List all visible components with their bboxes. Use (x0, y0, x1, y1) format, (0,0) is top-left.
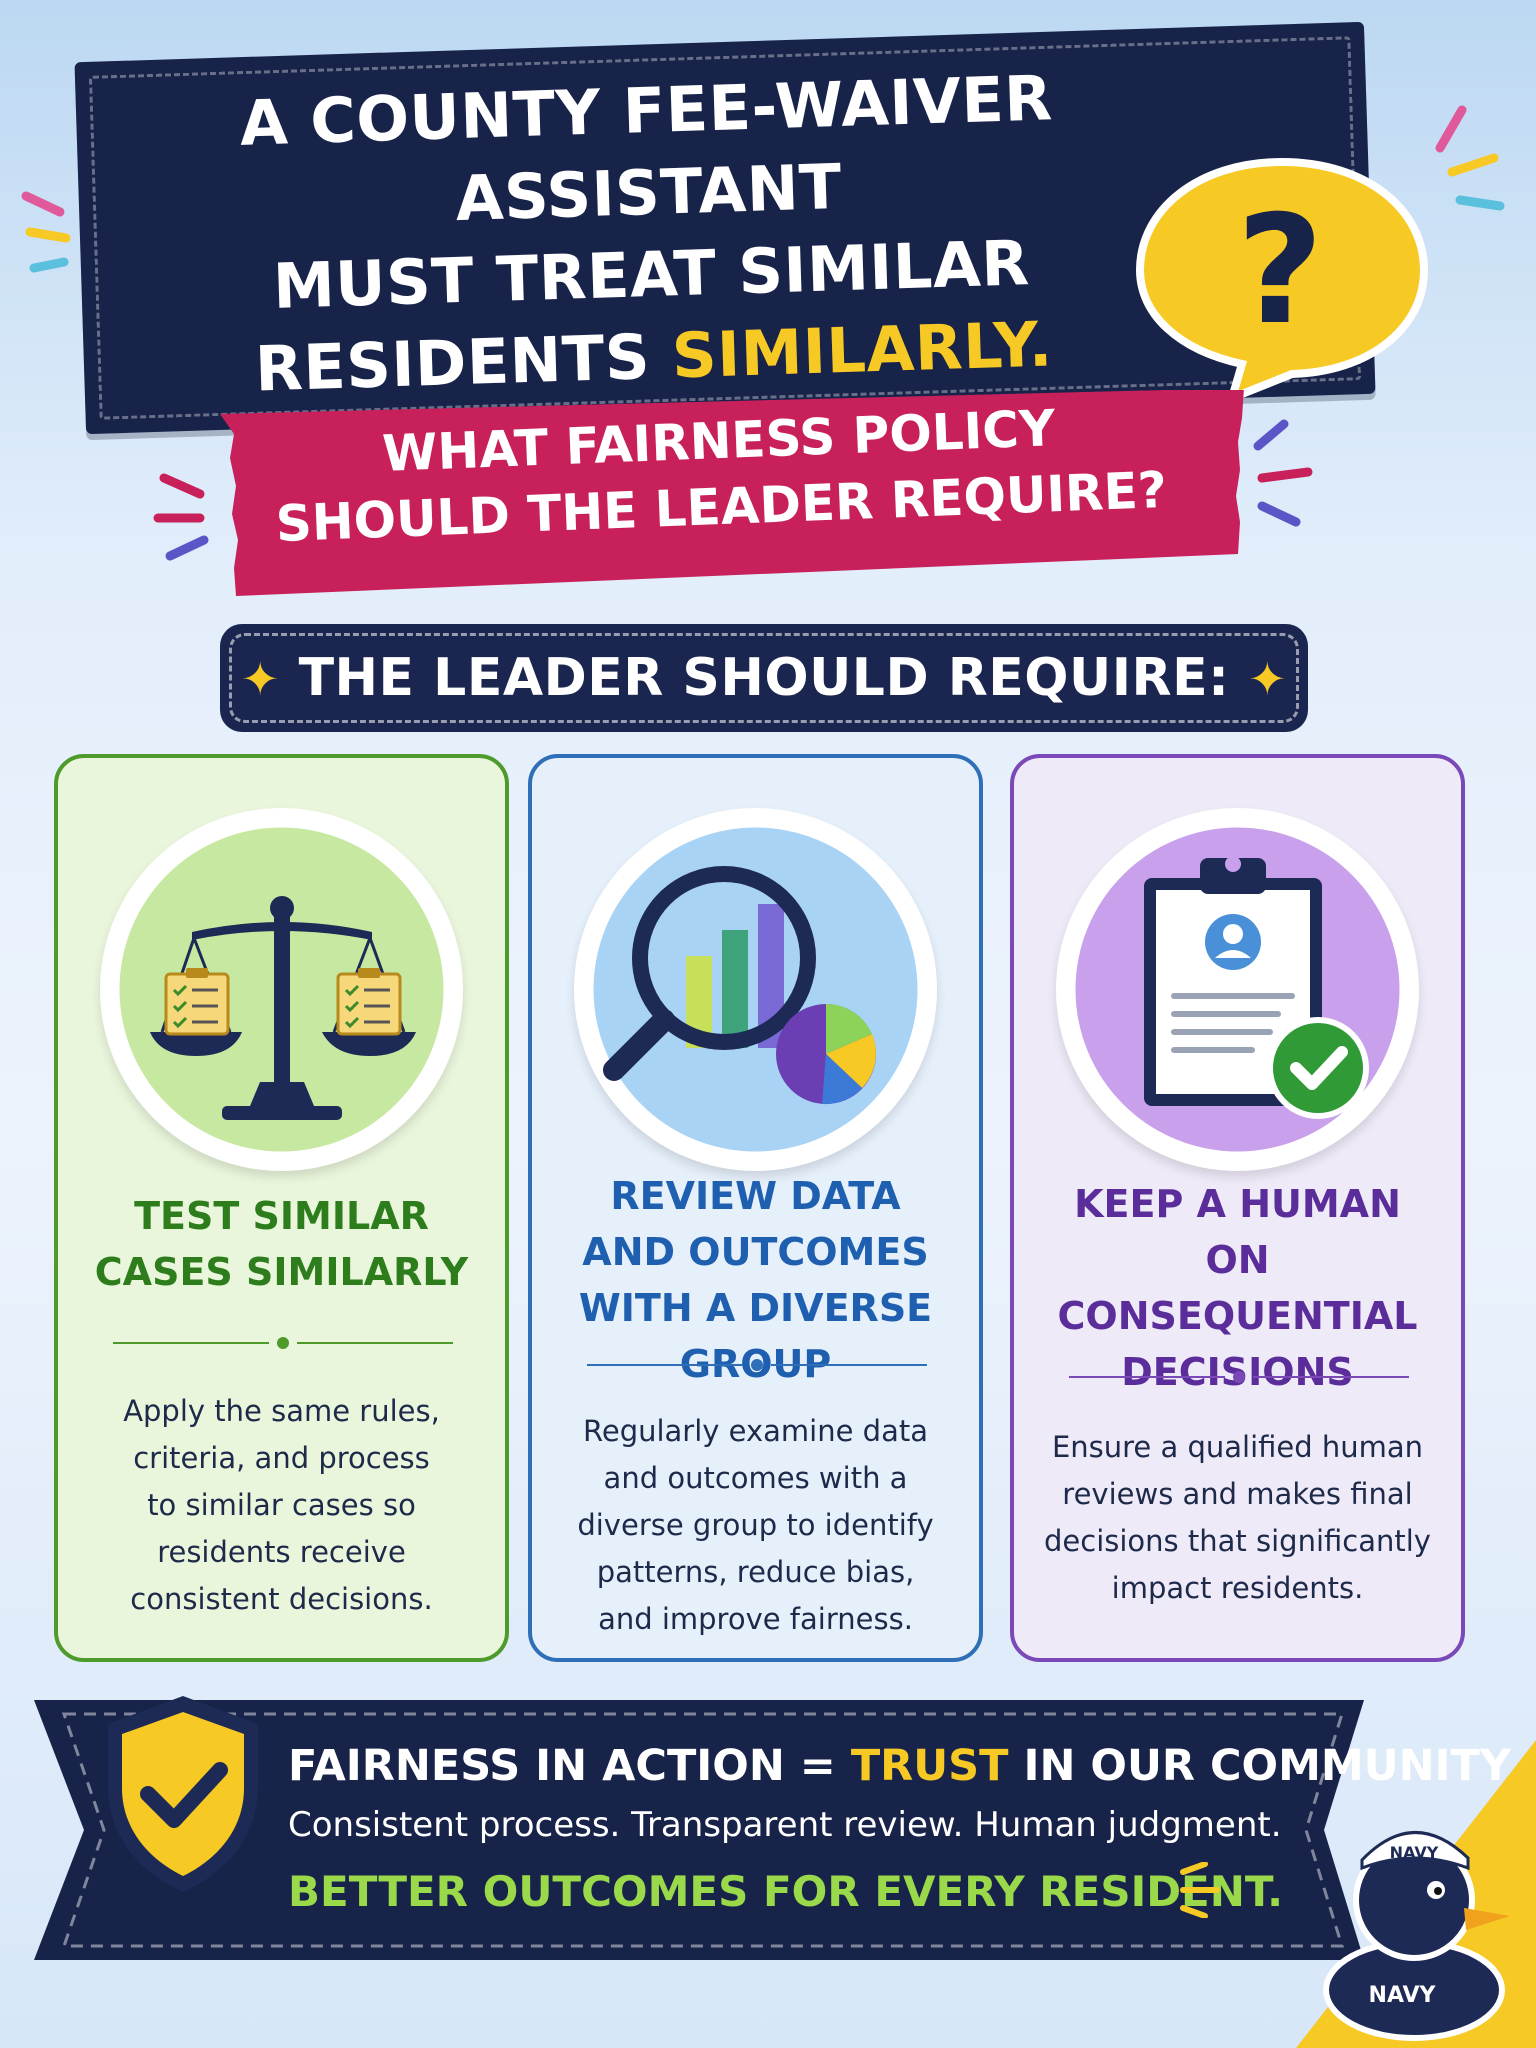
card-title-line: ON CONSEQUENTIAL (1057, 1238, 1418, 1338)
card-title-line: AND OUTCOMES (582, 1230, 929, 1274)
card-title: KEEP A HUMAN ON CONSEQUENTIAL DECISIONS (1024, 1176, 1451, 1400)
question-bubble-icon: ? (1135, 157, 1429, 404)
subtitle-ribbon (220, 390, 1244, 596)
question-mark: ? (1236, 184, 1323, 358)
burst-lines-icon (1180, 1862, 1220, 1918)
card-description: Regularly examine data and outcomes with… (552, 1408, 959, 1643)
card-desc-line: Apply the same rules, (123, 1394, 440, 1428)
bottom-banner (34, 1700, 1364, 1960)
policy-card-test-similar: TEST SIMILAR CASES SIMILARLY Apply the s… (54, 754, 509, 1662)
divider (1069, 1371, 1409, 1383)
card-title-line: CASES SIMILARLY (94, 1250, 469, 1294)
divider (587, 1359, 927, 1371)
require-pill (220, 624, 1308, 732)
card-desc-line: and outcomes with a (603, 1461, 908, 1495)
card-desc-line: consistent decisions. (130, 1582, 433, 1616)
bottom-headline-suffix: IN OUR COMMUNITY (1008, 1741, 1512, 1791)
magnifier-chart-icon (574, 808, 937, 1171)
card-title: REVIEW DATA AND OUTCOMES WITH A DIVERSE … (542, 1168, 969, 1392)
duck-body-label: NAVY (1369, 1983, 1437, 2008)
card-description: Apply the same rules, criteria, and proc… (78, 1388, 485, 1623)
card-desc-line: impact residents. (1111, 1571, 1364, 1605)
confetti-decoration (21, 105, 1505, 561)
title-highlight: SIMILARLY. (670, 307, 1054, 393)
require-heading: ✦ THE LEADER SHOULD REQUIRE: ✦ (220, 624, 1308, 732)
bottom-headline-highlight: TRUST (850, 1741, 1009, 1791)
card-title: TEST SIMILAR CASES SIMILARLY (68, 1188, 495, 1300)
card-description: Ensure a qualified human reviews and mak… (1034, 1424, 1441, 1612)
card-desc-line: decisions that significantly (1044, 1524, 1431, 1558)
duck-hat-label: NAVY (1390, 1843, 1439, 1862)
card-desc-line: Regularly examine data (583, 1414, 928, 1448)
card-desc-line: Ensure a qualified human (1051, 1430, 1424, 1464)
shield-check-icon (108, 1696, 258, 1892)
require-label: THE LEADER SHOULD REQUIRE: (298, 648, 1230, 708)
card-title-line: TEST SIMILAR (134, 1194, 429, 1238)
card-desc-line: reviews and makes final (1062, 1477, 1413, 1511)
bottom-tagline: Consistent process. Transparent review. … (288, 1805, 1282, 1845)
bottom-callout: BETTER OUTCOMES FOR EVERY RESIDENT. (288, 1867, 1284, 1916)
bottom-headline-prefix: FAIRNESS IN ACTION = (288, 1741, 851, 1791)
card-desc-line: to similar cases so (147, 1488, 416, 1522)
card-desc-line: patterns, reduce bias, (596, 1555, 915, 1589)
page-title: A COUNTY FEE-WAIVER ASSISTANT MUST TREAT… (95, 53, 1205, 415)
card-desc-line: and improve fairness. (598, 1602, 913, 1636)
policy-card-review-data: REVIEW DATA AND OUTCOMES WITH A DIVERSE … (528, 754, 983, 1662)
scales-icon (100, 808, 463, 1171)
divider (113, 1337, 453, 1349)
bottom-headline: FAIRNESS IN ACTION = TRUST IN OUR COMMUN… (288, 1738, 1511, 1794)
sparkle-icon: ✦ (240, 652, 280, 706)
card-title-line: WITH A DIVERSE GROUP (578, 1286, 933, 1386)
card-desc-line: criteria, and process (133, 1441, 430, 1475)
card-desc-line: diverse group to identify (577, 1508, 934, 1542)
navy-duck-mascot-icon: NAVY NAVY (1296, 1740, 1536, 2048)
card-title-line: REVIEW DATA (610, 1174, 901, 1218)
clipboard-check-icon (1056, 808, 1419, 1171)
card-title-line: KEEP A HUMAN (1074, 1182, 1401, 1226)
card-desc-line: residents receive (157, 1535, 406, 1569)
sparkle-icon: ✦ (1248, 652, 1288, 706)
policy-card-keep-human: KEEP A HUMAN ON CONSEQUENTIAL DECISIONS … (1010, 754, 1465, 1662)
